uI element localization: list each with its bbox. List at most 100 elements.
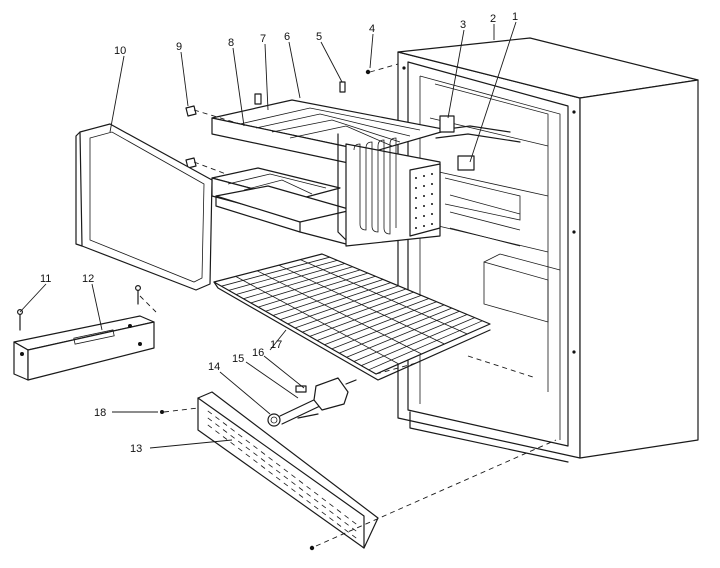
- callout-15: 15: [232, 353, 244, 365]
- callout-17: 17: [270, 339, 282, 351]
- shelf-crossbar: [257, 270, 422, 355]
- shelf-wire: [221, 256, 330, 287]
- shelf-wire: [346, 310, 460, 358]
- callout-14: 14: [208, 361, 220, 373]
- shelf-wire: [309, 294, 422, 337]
- alignment-lines: [139, 63, 557, 547]
- grille-slot: [230, 441, 235, 446]
- grille-slot: [329, 503, 334, 508]
- grille-slot: [275, 462, 281, 467]
- shelf-wire: [324, 301, 437, 346]
- grille-slot: [291, 474, 296, 479]
- grille-slot: [351, 534, 357, 539]
- callout-4: 4: [369, 23, 375, 35]
- grille-slot: [253, 452, 258, 457]
- grille-slot: [283, 468, 289, 473]
- grille-slot: [336, 523, 342, 527]
- callout-13: 13: [130, 443, 142, 455]
- callout-leaders: [19, 21, 517, 449]
- grille-slot: [351, 527, 357, 532]
- grille-slot: [207, 424, 213, 429]
- shelf-crossbar: [300, 259, 468, 335]
- shelf-wire: [258, 272, 368, 308]
- grille-slot: [253, 459, 258, 464]
- grille-slot: [260, 458, 266, 462]
- grille-slot: [329, 510, 334, 515]
- perforation-dots: [415, 173, 433, 229]
- grille-slot: [237, 433, 243, 438]
- shelf-wire: [250, 269, 361, 304]
- callout-6: 6: [284, 31, 290, 43]
- door-gasket: [75, 123, 213, 291]
- shelf-wire: [339, 307, 452, 354]
- grille-slot: [291, 481, 296, 486]
- grille-slot: [237, 440, 243, 445]
- shelf-wire: [361, 317, 475, 367]
- grille-slot: [245, 446, 251, 451]
- grille-slot: [344, 521, 349, 526]
- grille-slot: [291, 488, 296, 493]
- mounting-bracket: [13, 285, 155, 381]
- shelf-wire: [280, 282, 391, 321]
- callout-7: 7: [260, 33, 266, 45]
- shelf-wire: [235, 263, 346, 295]
- grille-screw: [309, 545, 315, 551]
- shelf-wire: [368, 320, 483, 371]
- grille-slot: [260, 451, 266, 455]
- screw-18: [160, 410, 164, 414]
- grille-slot: [336, 516, 342, 520]
- callout-10: 10: [114, 45, 126, 57]
- shelf-wire: [353, 314, 468, 362]
- grille-slot: [306, 499, 311, 504]
- grille-slot: [260, 465, 266, 469]
- grille-slot: [268, 456, 273, 461]
- grille-slot: [222, 429, 228, 433]
- grille-slot: [207, 417, 213, 422]
- grille-slot: [329, 517, 334, 522]
- callout-18: 18: [94, 407, 106, 419]
- grille-slot: [275, 476, 281, 481]
- callout-2: 2: [490, 13, 496, 25]
- callout-labels: 1 2 3 4 5 6 7 8 9 10 11 12 13 14 15 16 1…: [40, 11, 518, 455]
- grille-slot: [351, 520, 357, 525]
- grille-slot: [313, 505, 319, 510]
- evaporator-cooling-unit: [185, 69, 521, 247]
- shelf-wire: [302, 291, 414, 333]
- front-grille: [197, 391, 379, 549]
- grille-slot: [268, 470, 273, 475]
- grille-slot: [298, 480, 304, 484]
- wire-shelf: [213, 253, 491, 381]
- shelf-wire: [316, 298, 430, 341]
- grille-slot: [245, 453, 251, 458]
- grille-slot: [222, 422, 228, 426]
- grille-slot: [222, 436, 228, 440]
- grille-slot: [306, 492, 311, 497]
- callout-1: 1: [512, 11, 518, 23]
- grille-slot: [344, 528, 349, 533]
- grille-slot: [283, 475, 289, 480]
- grille-slot: [298, 487, 304, 491]
- grille-slot: [215, 416, 220, 421]
- callout-5: 5: [316, 31, 322, 43]
- shelf-wire: [294, 288, 407, 329]
- grille-slot: [275, 469, 281, 474]
- grille-slot: [230, 427, 235, 432]
- grille-slot: [237, 447, 243, 452]
- grille-slot: [298, 494, 304, 498]
- callout-9: 9: [176, 41, 182, 53]
- callout-8: 8: [228, 37, 234, 49]
- shelf-wire: [243, 266, 353, 300]
- shelf-wire: [265, 275, 376, 312]
- callout-11: 11: [40, 273, 51, 285]
- thermostat-assembly: [267, 377, 357, 427]
- grille-slot: [283, 482, 289, 487]
- grille-slot: [336, 509, 342, 513]
- grille-slot: [230, 434, 235, 439]
- grille-slot: [306, 485, 311, 490]
- shelf-crossbar: [235, 276, 399, 365]
- shelf-wire: [331, 304, 445, 350]
- grille-slot: [215, 423, 220, 428]
- grille-slot: [253, 445, 258, 450]
- shelf-crossbar: [278, 264, 445, 345]
